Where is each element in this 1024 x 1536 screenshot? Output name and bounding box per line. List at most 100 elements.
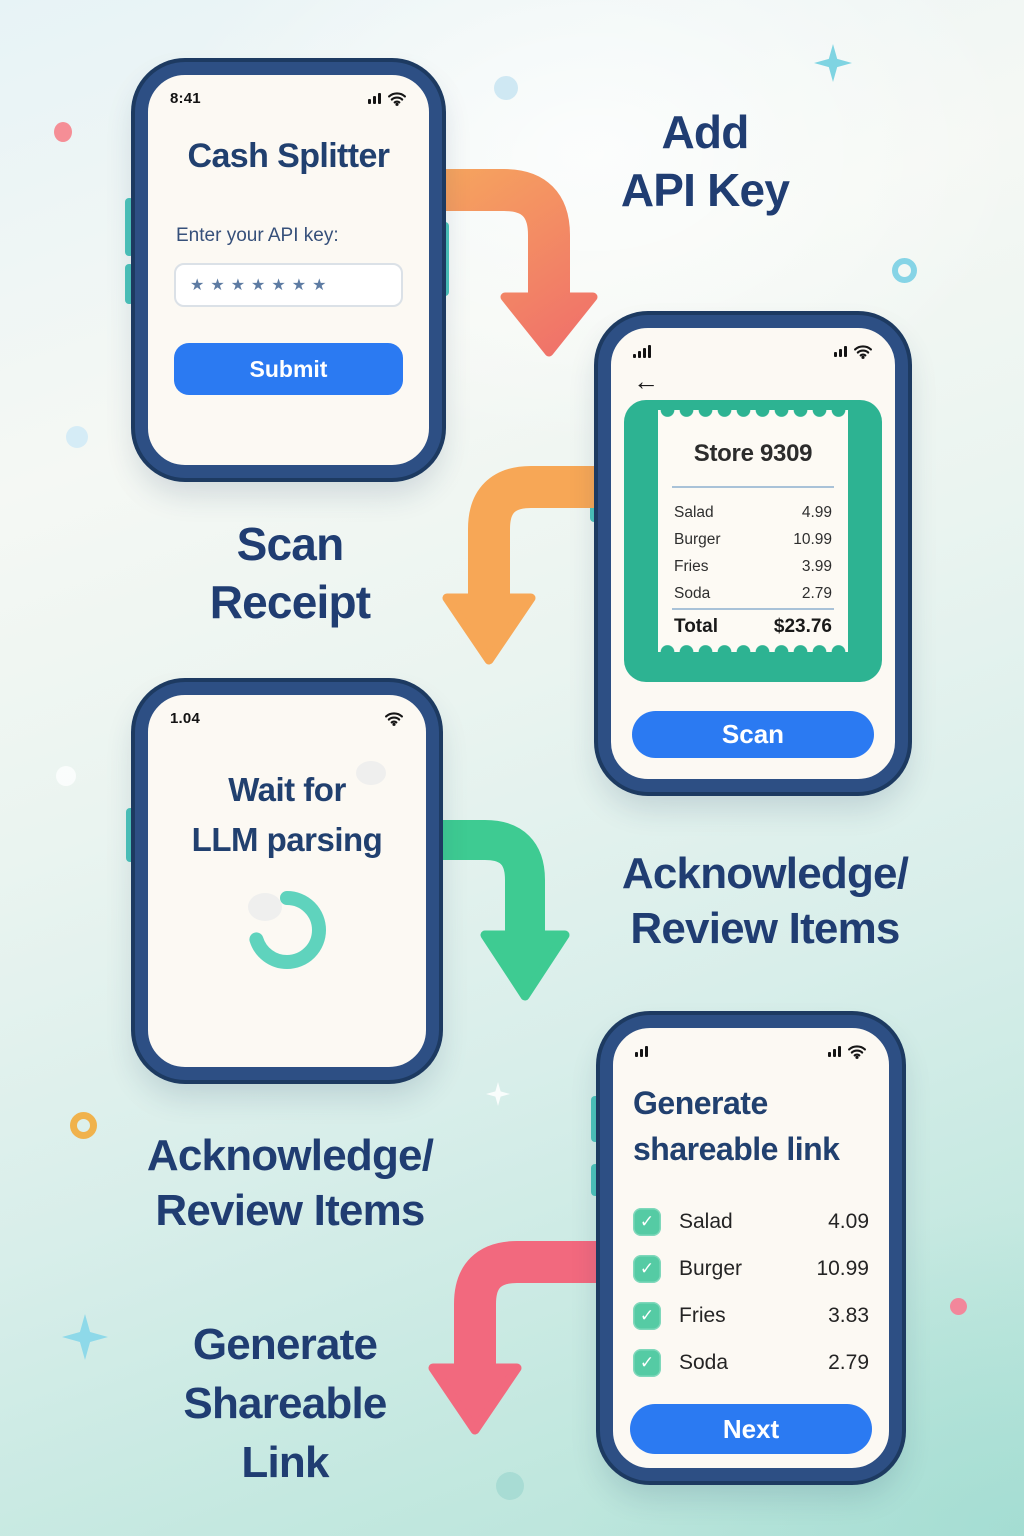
masked-api-key-value: ★★★★★★★ (190, 277, 333, 294)
phone4-volume-button (591, 1164, 600, 1196)
scan-button[interactable]: Scan (632, 711, 874, 758)
phone3-screen: 1.04 Wait for LLM parsing (148, 695, 426, 1067)
decor-white-sparkle (486, 1082, 510, 1106)
phone3-volume-button (126, 808, 135, 862)
item-price: 2.79 (801, 584, 832, 602)
decor-sparkle-top-right (814, 44, 852, 82)
wifi-icon (388, 91, 406, 106)
next-button[interactable]: Next (630, 1404, 872, 1454)
receipt-paper: Store 9309 Salad 4.99 Burger 10.99 Fries (658, 410, 848, 652)
step-label-add-api-key: Add API Key (555, 104, 855, 220)
step-label-line: Review Items (155, 1186, 425, 1236)
phone4-volume-button (591, 1096, 600, 1142)
item-price: 2.79 (828, 1350, 869, 1374)
item-name: Soda (674, 584, 711, 602)
waiting-title-line: Wait for (228, 771, 346, 808)
decor-teal-ring (892, 258, 917, 283)
api-key-label: Enter your API key: (176, 225, 339, 246)
phone-scan-receipt-screen: ← Store 9309 Salad 4.99 Burger 10.9 (598, 315, 908, 792)
receipt-items: Salad 4.99 Burger 10.99 Fries 3.99 Sod (674, 499, 832, 607)
receipt-divider (672, 486, 834, 488)
step-label-line: Receipt (209, 575, 371, 628)
wifi-icon (848, 1044, 866, 1059)
screen-smudge (248, 893, 282, 921)
item-name: Burger (674, 530, 721, 548)
receipt-item-row: Fries 3.99 (674, 553, 832, 580)
phone-llm-parsing-screen: 1.04 Wait for LLM parsing (135, 682, 439, 1080)
step-label-line: Link (241, 1437, 329, 1487)
item-name: Salad (674, 503, 714, 521)
total-label: Total (674, 616, 718, 637)
decor-teal-dot-bottom (496, 1472, 524, 1500)
phone4-statusbar (635, 1043, 867, 1059)
decor-pink-dot-bottom (950, 1298, 967, 1315)
checkbox-checked-icon[interactable]: ✓ (633, 1301, 661, 1330)
generate-link-title: Generate shareable link (633, 1080, 875, 1173)
decor-pink-dot-top (54, 122, 72, 142)
receipt-card: Store 9309 Salad 4.99 Burger 10.99 Fries (624, 400, 882, 682)
decor-sparkle-bottom-left (62, 1314, 108, 1360)
item-name: Fries (674, 557, 709, 575)
back-arrow-icon[interactable]: ← (633, 366, 659, 396)
phone1-screen: 8:41 Cash Splitter Enter your API key: ★… (148, 75, 429, 465)
receipt-item-row: Burger 10.99 (674, 526, 832, 553)
step-label-line: Acknowledge/ (621, 849, 909, 898)
receipt-torn-edge (658, 643, 848, 652)
receipt-item-row: Soda 2.79 (674, 580, 832, 607)
phone1-statusbar: 8:41 (170, 90, 407, 107)
item-name: Salad (679, 1209, 733, 1233)
review-item-row: ✓ Salad 4.09 (633, 1198, 869, 1245)
phone-shareable-link-screen: Generate shareable link ✓ Salad 4.09 ✓ B… (600, 1015, 902, 1481)
item-name: Fries (679, 1303, 726, 1327)
step-label-review-items-right: Acknowledge/ Review Items (545, 846, 985, 957)
review-item-list: ✓ Salad 4.09 ✓ Burger 10.99 ✓ Fries 3.83… (633, 1198, 869, 1386)
item-price: 10.99 (793, 530, 832, 548)
checkbox-checked-icon[interactable]: ✓ (633, 1207, 661, 1236)
signal-icon (834, 345, 847, 357)
submit-button[interactable]: Submit (174, 343, 403, 395)
wifi-icon (385, 711, 403, 726)
receipt-torn-edge (658, 410, 848, 419)
step-label-line: Shareable (183, 1378, 387, 1428)
generate-link-title-line: shareable link (633, 1131, 840, 1168)
step-label-line: API Key (620, 163, 790, 216)
signal-icon (633, 344, 651, 358)
receipt-total-row: Total $23.76 (674, 616, 832, 638)
phone1-volume-button (125, 198, 134, 256)
item-price: 10.99 (816, 1256, 869, 1280)
review-item-row: ✓ Burger 10.99 (633, 1245, 869, 1292)
step-label-scan-receipt: Scan Receipt (140, 516, 440, 632)
phone4-screen: Generate shareable link ✓ Salad 4.09 ✓ B… (613, 1028, 889, 1468)
signal-icon (368, 92, 381, 104)
phone2-statusbar (633, 343, 873, 359)
receipt-store-name: Store 9309 (693, 440, 813, 467)
wifi-icon (854, 344, 872, 359)
step-label-line: Acknowledge/ (146, 1131, 434, 1180)
receipt-item-row: Salad 4.99 (674, 499, 832, 526)
step-label-review-items-left: Acknowledge/ Review Items (70, 1128, 510, 1239)
step-label-line: Add (661, 106, 749, 158)
screen-smudge (356, 761, 386, 785)
decor-orange-ring (70, 1112, 97, 1139)
step-label-generate-link: Generate Shareable Link (105, 1316, 465, 1493)
app-title: Cash Splitter (187, 137, 391, 175)
receipt-divider (672, 608, 834, 610)
checkbox-checked-icon[interactable]: ✓ (633, 1254, 661, 1283)
item-price: 4.99 (801, 503, 832, 521)
total-value: $23.76 (773, 616, 832, 637)
phone-api-key-screen: 8:41 Cash Splitter Enter your API key: ★… (135, 62, 442, 478)
phone1-volume-button (125, 264, 134, 304)
checkbox-checked-icon[interactable]: ✓ (633, 1348, 661, 1377)
signal-icon (828, 1045, 841, 1057)
decor-blue-dot-left (66, 426, 88, 448)
review-item-row: ✓ Fries 3.83 (633, 1292, 869, 1339)
item-name: Burger (679, 1256, 743, 1280)
item-price: 3.99 (801, 557, 832, 575)
generate-link-title-line: Generate (633, 1085, 768, 1121)
waiting-title-line: LLM parsing (191, 820, 383, 858)
waiting-title: Wait for LLM parsing (148, 765, 426, 864)
item-price: 4.09 (828, 1209, 869, 1233)
api-key-input[interactable]: ★★★★★★★ (174, 263, 403, 307)
review-item-row: ✓ Soda 2.79 (633, 1339, 869, 1386)
